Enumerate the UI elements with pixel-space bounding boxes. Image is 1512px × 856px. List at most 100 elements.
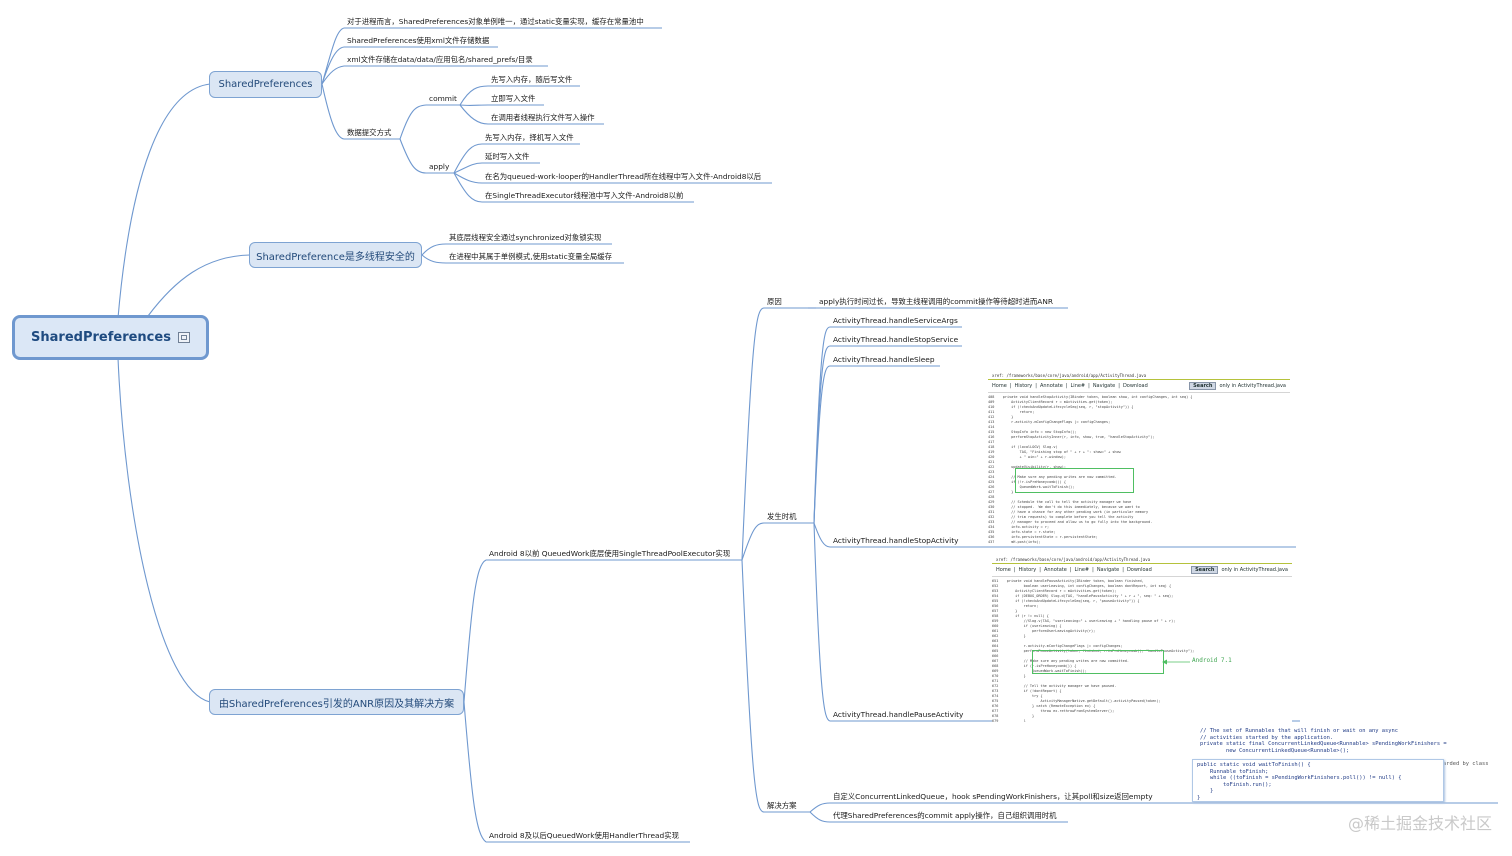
code-line: 672 // Tell the activity manager we have… <box>992 684 1117 688</box>
code-line: 437 mH.post(info); <box>988 540 1041 544</box>
code-line: 658 if (r != null) { <box>992 614 1049 618</box>
nav-line[interactable]: Line# <box>1070 383 1086 389</box>
code-line: 657 } <box>992 609 1018 613</box>
code-line: 668 if (r.isPreHoneycomb()) { <box>992 664 1077 668</box>
code-line: 432 // trim requests) to complete before… <box>988 515 1134 519</box>
code-line: 434 info.activity = r; <box>988 525 1050 529</box>
search-button[interactable]: Search <box>1191 566 1219 574</box>
only-in-file: only in ActivityThread.java <box>1221 567 1288 573</box>
code-line: 676 } catch (RemoteException ex) { <box>992 704 1096 708</box>
sp-note-xml: SharedPreferences使用xml文件存储数据 <box>347 36 490 45</box>
code-line: 679 } <box>992 719 1026 722</box>
commit-label: commit <box>429 94 457 103</box>
code-line: 409 ActivityClientRecord r = mActivities… <box>988 400 1113 404</box>
commit-item: 立即写入文件 <box>491 94 536 103</box>
code-line: 667 // Make sure any pending writes are … <box>992 659 1129 663</box>
when-label: 发生时机 <box>767 512 797 521</box>
code-line: 651 private void handlePauseActivity(IBi… <box>992 579 1144 583</box>
code-line: 413 r.activity.mConfigChangeFlags |= con… <box>988 420 1111 424</box>
nav-download[interactable]: Download <box>1126 567 1152 573</box>
code-line: 663 <box>992 639 999 643</box>
nav-download[interactable]: Download <box>1122 383 1148 389</box>
code-line: 671 <box>992 679 999 683</box>
code-side-text: arded by class <box>1443 761 1489 767</box>
nav-annotate[interactable]: Annotate <box>1039 383 1063 389</box>
code-line: 673 if (!dontReport) { <box>992 689 1062 693</box>
root-node[interactable]: SharedPreferences <box>12 315 209 360</box>
annotation-arrow <box>1162 659 1190 665</box>
code-line: 662 } <box>992 634 1026 638</box>
nav-history[interactable]: History <box>1018 567 1037 573</box>
when-item: ActivityThread.handleStopActivity <box>833 536 959 545</box>
code-line: 652 boolean userLeaving, int configChang… <box>992 584 1172 588</box>
code-line: 674 try { <box>992 694 1043 698</box>
solution-label: 解决方案 <box>767 801 797 810</box>
highlight-box <box>1032 650 1164 674</box>
code-line: 426 QueuedWork.waitToFinish(); <box>988 485 1075 489</box>
when-item: ActivityThread.handlePauseActivity <box>833 710 964 719</box>
code-line: 414 <box>988 425 995 429</box>
code-nav-bar: Home| History| Annotate| Line#| Navigate… <box>992 563 1292 577</box>
code-line: 661 performUserLeavingActivity(r); <box>992 629 1096 633</box>
branch-label: SharedPreferences <box>218 79 313 90</box>
nav-annotate[interactable]: Annotate <box>1043 567 1067 573</box>
code-line: 653 ActivityClientRecord r = mActivities… <box>992 589 1117 593</box>
cause-label: 原因 <box>767 297 782 306</box>
android-version-annotation: Android 7.1 <box>1192 657 1232 664</box>
code-line: 670 } <box>992 674 1026 678</box>
code-path: xref: /frameworks/base/core/java/android… <box>992 373 1147 378</box>
code-line: 659 //Slog.v(TAG, "userLeaving=" + userL… <box>992 619 1176 623</box>
before-android8-label: Android 8以前 QueuedWork底层使用SingleThreadPo… <box>489 549 731 558</box>
solution-item: 自定义ConcurrentLinkedQueue，hook sPendingWo… <box>833 792 1153 801</box>
branch-anr[interactable]: 由SharedPreferences引发的ANR原因及其解决方案 <box>209 689 464 715</box>
cause-text: apply执行时间过长，导致主线程调用的commit操作等待超时进而ANR <box>819 297 1053 306</box>
code-line: 430 // stopped. We don't do this immedia… <box>988 505 1140 509</box>
code-line: 421 <box>988 460 995 464</box>
apply-item: 在名为queued-work-looper的HandlerThread所在线程中… <box>485 172 762 181</box>
sp-note-path: xml文件存储在data/data/应用包名/shared_prefs/目录 <box>347 55 533 64</box>
thread-safe-item: 在进程中其属于单例模式,使用static变量全局缓存 <box>449 252 613 261</box>
code-nav-bar: Home| History| Annotate| Line#| Navigate… <box>988 379 1290 393</box>
code-line: 664 r.activity.mConfigChangeFlags |= con… <box>992 644 1123 648</box>
nav-home[interactable]: Home <box>992 383 1007 389</box>
solution-item: 代理SharedPreferences的commit apply操作，自己组织调… <box>833 811 1057 820</box>
code-line: 678 } <box>992 714 1035 718</box>
branch-thread-safe[interactable]: SharedPreference是多线程安全的 <box>249 242 422 268</box>
code-line: 677 throw ex.rethrowFromSystemServer(); <box>992 709 1115 713</box>
code-line: 433 // manager to proceed and allow us t… <box>988 520 1153 524</box>
branch-sharedpreferences[interactable]: SharedPreferences <box>209 71 322 98</box>
watermark: @稀土掘金技术社区 <box>1347 814 1492 833</box>
search-button[interactable]: Search <box>1189 382 1217 390</box>
code-line: 429 // Schedule the call to tell the act… <box>988 500 1132 504</box>
code-snippet-pending-finishers: // The set of Runnables that will finish… <box>1200 728 1447 754</box>
when-item: ActivityThread.handleStopService <box>833 335 959 344</box>
only-in-file: only in ActivityThread.java <box>1219 383 1286 389</box>
sp-note-singleton: 对于进程而言，SharedPreferences对象单例唯一，通过static变… <box>347 17 644 26</box>
code-image-handle-stop-activity: xref: /frameworks/base/core/java/android… <box>988 372 1290 544</box>
submit-mode-label: 数据提交方式 <box>347 128 392 137</box>
code-snippet-wait-to-finish: public static void waitToFinish() { Runn… <box>1192 759 1444 802</box>
code-line: 411 return; <box>988 410 1035 414</box>
code-line: 669 QueuedWork.waitToFinish(); <box>992 669 1087 673</box>
code-line: 435 info.state = r.state; <box>988 530 1056 534</box>
note-icon[interactable] <box>177 332 190 343</box>
code-image-handle-pause-activity: xref: /frameworks/base/core/java/android… <box>992 556 1292 722</box>
after-android8-label: Android 8及以后QueuedWork使用HandlerThread实现 <box>489 831 680 840</box>
code-line: 425 if (!r.isPreHoneycomb()) { <box>988 480 1066 484</box>
thread-safe-item: 其底层线程安全通过synchronized对象锁实现 <box>449 233 602 242</box>
code-line: 418 if (localLOGV) Slog.v( <box>988 445 1058 449</box>
code-line: 417 <box>988 440 995 444</box>
nav-history[interactable]: History <box>1014 383 1033 389</box>
nav-navigate[interactable]: Navigate <box>1096 567 1120 573</box>
apply-label: apply <box>429 162 450 171</box>
branch-label: SharedPreference是多线程安全的 <box>256 251 415 263</box>
code-line: 665 performPauseActivity(token, finished… <box>992 649 1195 653</box>
code-line: 412 } <box>988 415 1014 419</box>
when-item: ActivityThread.handleSleep <box>833 355 935 364</box>
nav-home[interactable]: Home <box>996 567 1011 573</box>
code-line: 436 info.persistentState = r.persistentS… <box>988 535 1098 539</box>
code-lines: 408 private void handleStopActivity(IBin… <box>988 393 1290 544</box>
nav-navigate[interactable]: Navigate <box>1092 383 1116 389</box>
nav-line[interactable]: Line# <box>1074 567 1090 573</box>
apply-item: 延时写入文件 <box>485 152 530 161</box>
